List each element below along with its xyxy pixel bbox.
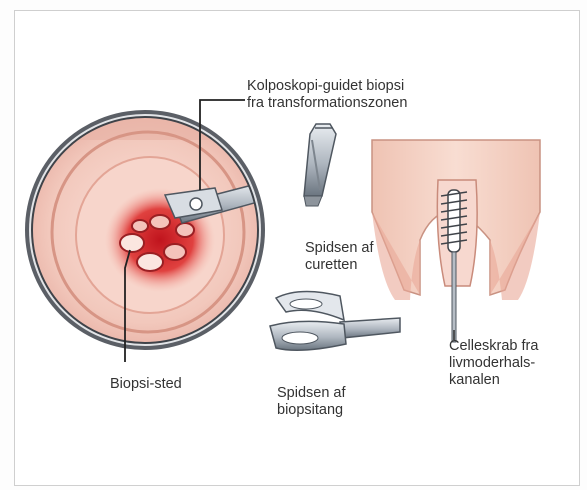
label-curette-tip: Spidsen af curetten (305, 240, 374, 274)
curette-tip-drawing (304, 124, 336, 206)
label-colposcopy-guided-biopsy: Kolposkopi-guidet biopsi fra transformat… (247, 78, 407, 112)
label-forceps-tip: Spidsen af biopsitang (277, 385, 346, 419)
biopsy-forceps-drawing (270, 291, 400, 350)
label-cell-scrape: Celleskrab fra livmoderhals- kanalen (449, 338, 538, 389)
cervical-canal-drawing (372, 140, 540, 342)
colposcopic-view (20, 110, 270, 350)
label-biopsy-site: Biopsi-sted (110, 376, 182, 393)
